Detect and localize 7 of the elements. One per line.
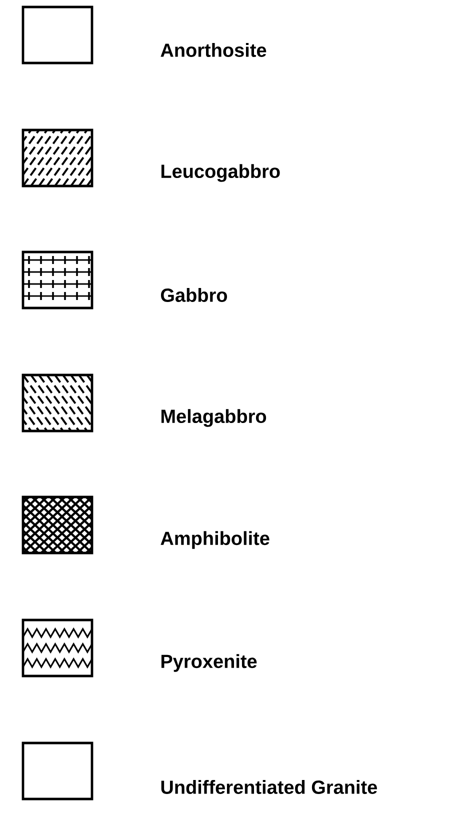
legend-label: Leucogabbro (161, 164, 280, 182)
legend-label: Anorthosite (160, 43, 266, 57)
legend-label: Gabbro (160, 288, 227, 302)
legend-label: Undifferentiated Granite (161, 780, 377, 794)
legend-label: Pyroxenite (161, 654, 257, 672)
legend-label: Melagabbro (161, 409, 266, 427)
legend-label: Amphibolite (160, 531, 270, 549)
